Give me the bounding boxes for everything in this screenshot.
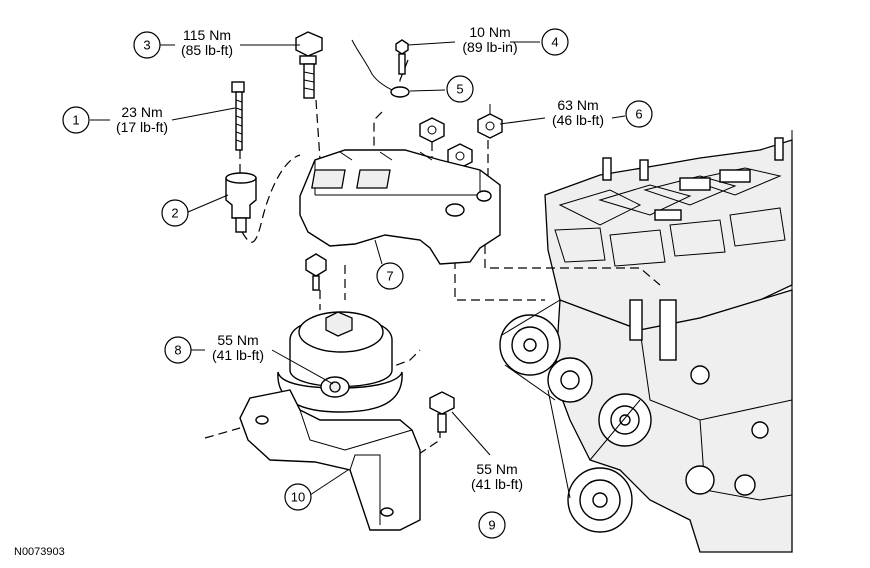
rubber-engine-mount — [277, 253, 403, 413]
callout-6-number: 6 — [635, 107, 642, 122]
callout-2: 2 — [161, 199, 189, 227]
stud-bolt — [231, 81, 245, 151]
callout-4-torque-nm: 10 Nm — [469, 24, 510, 40]
callout-1-torque-nm: 23 Nm — [121, 104, 162, 120]
callout-3-torque-imperial: (85 lb-ft) — [181, 42, 233, 58]
callout-1-torque-imperial: (17 lb-ft) — [116, 119, 168, 135]
callout-10: 10 — [284, 483, 312, 511]
callout-6-torque-nm: 63 Nm — [557, 97, 598, 113]
callout-2-number: 2 — [171, 206, 178, 221]
engine-assembly — [499, 130, 793, 553]
callout-3: 3 115 Nm (85 lb-ft) — [133, 27, 233, 59]
mount-support-bracket — [239, 389, 455, 531]
callout-9: 9 55 Nm (41 lb-ft) — [471, 461, 523, 539]
callout-4-number: 4 — [551, 35, 558, 50]
callout-3-number: 3 — [143, 38, 150, 53]
figure-id: N0073903 — [14, 546, 65, 558]
callout-9-number: 9 — [488, 518, 495, 533]
callout-1-number: 1 — [72, 113, 79, 128]
isolator-bushing — [225, 172, 257, 233]
callout-5-number: 5 — [456, 82, 463, 97]
callout-3-torque-nm: 115 Nm — [183, 27, 231, 43]
callouts: 1 23 Nm (17 lb-ft) 2 3 115 Nm (85 lb-ft)… — [62, 24, 653, 539]
callout-6-torque-imperial: (46 lb-ft) — [552, 112, 604, 128]
callout-1: 1 23 Nm (17 lb-ft) — [62, 104, 168, 135]
callout-4-torque-imperial: (89 lb-in) — [462, 39, 517, 55]
callout-10-number: 10 — [291, 490, 305, 505]
callout-9-torque-nm: 55 Nm — [476, 461, 517, 477]
callout-8-number: 8 — [174, 343, 181, 358]
callout-8: 8 55 Nm (41 lb-ft) — [164, 332, 264, 364]
callout-8-torque-nm: 55 Nm — [217, 332, 258, 348]
callout-7: 7 — [376, 262, 404, 290]
callout-5: 5 — [446, 75, 474, 103]
engine-mount-bracket — [299, 149, 501, 265]
large-bolt — [295, 31, 323, 99]
leader-lines — [90, 41, 626, 496]
callout-8-torque-imperial: (41 lb-ft) — [212, 347, 264, 363]
callout-6: 6 63 Nm (46 lb-ft) — [552, 97, 653, 128]
callout-9-torque-imperial: (41 lb-ft) — [471, 476, 523, 492]
hex-nuts — [419, 104, 503, 169]
callout-7-number: 7 — [386, 269, 393, 284]
ground-strap — [351, 39, 410, 98]
callout-4: 4 10 Nm (89 lb-in) — [462, 24, 569, 56]
